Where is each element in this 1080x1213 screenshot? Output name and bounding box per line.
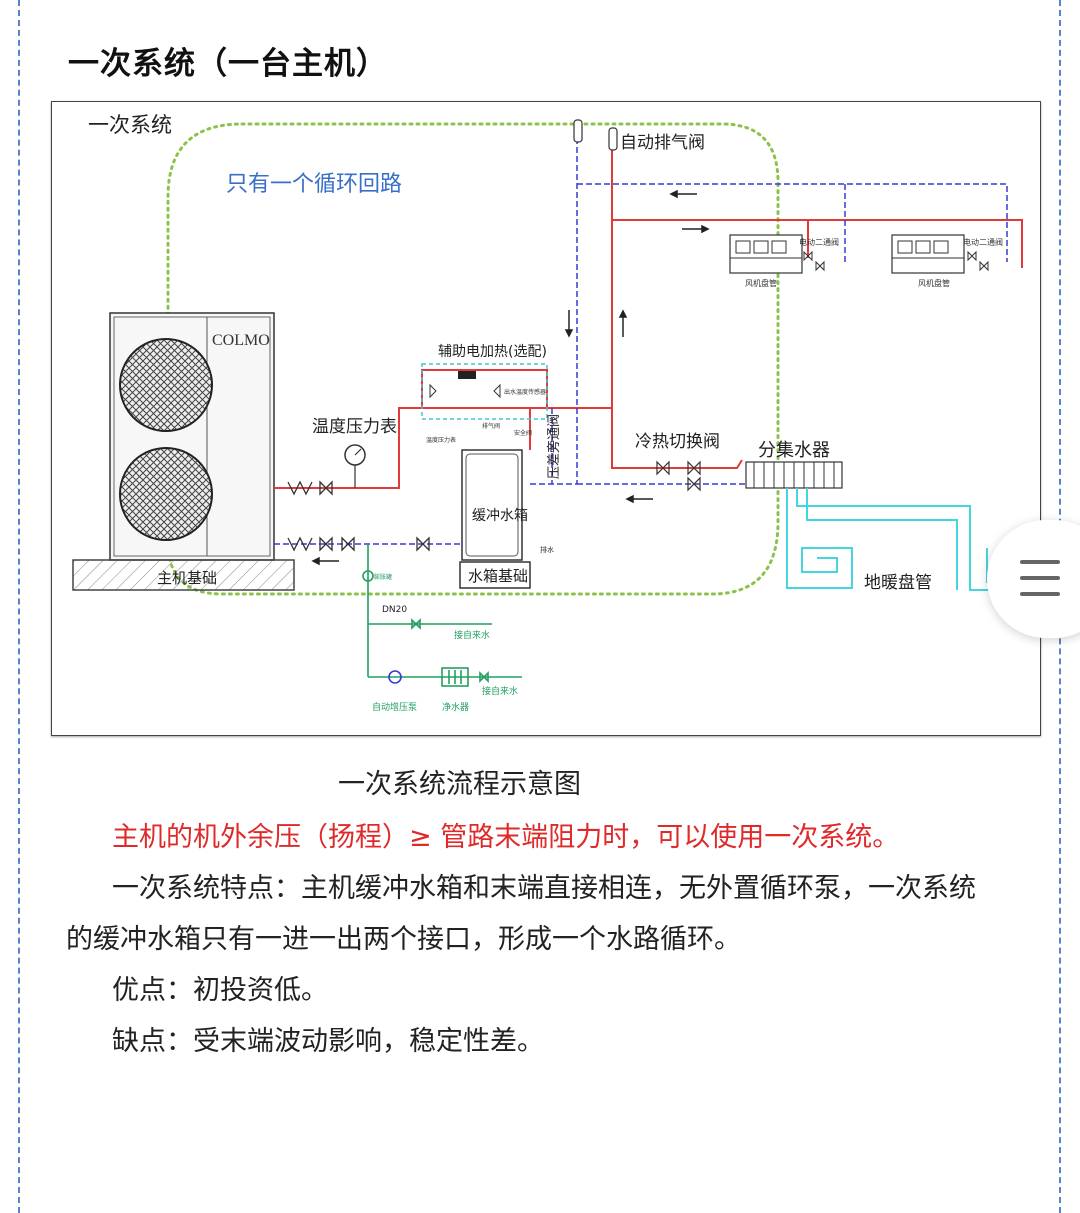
bypass-label: 压差旁通阀: [546, 414, 562, 479]
system-diagram: 一次系统 只有一个循环回路 COLMO 主机基础: [51, 101, 1041, 736]
unit-base-label: 主机基础: [157, 569, 217, 587]
unit-base: [72, 559, 295, 591]
loop-outline: [166, 122, 780, 596]
purifier-label: 净水器: [442, 701, 469, 713]
valve-2-label: 电动二通阀: [963, 237, 1003, 247]
features-line-1: 一次系统特点：主机缓冲水箱和末端直接相连，无外置循环泵，一次系统: [112, 873, 976, 904]
heat-pump-unit: COLMO: [109, 312, 275, 561]
page-title: 一次系统（一台主机）: [68, 46, 388, 82]
valve-1-label: 电动二通阀: [799, 237, 839, 247]
highlight-text: 主机的机外余压（扬程）≥ 管路末端阻力时，可以使用一次系统。: [112, 822, 900, 853]
small-vent-label: 排气阀: [482, 422, 500, 430]
pressure-tank-label: 膨胀罐: [374, 573, 392, 581]
tank-base-label: 水箱基础: [468, 567, 528, 585]
fan-bottom: [119, 447, 213, 541]
figure-caption: 一次系统流程示意图: [338, 769, 581, 800]
fan-coil-2-label: 风机盘管: [918, 278, 950, 288]
corner-label: 一次系统: [88, 113, 172, 137]
auto-pump-label: 自动增压泵: [372, 701, 417, 713]
aux-heater-label: 辅助电加热(选配): [438, 344, 547, 360]
floor-coil-label: 地暖盘管: [864, 573, 932, 593]
fan-coil-2: [891, 234, 965, 274]
tap-water-2-label: 接自来水: [482, 685, 518, 697]
pipe-size-label: DN20: [382, 605, 407, 615]
drain-label: 排水: [540, 545, 554, 554]
pros-text: 优点：初投资低。: [112, 975, 328, 1006]
return-pipes: [274, 138, 1008, 545]
small-safety-label: 安全阀: [514, 429, 532, 437]
buffer-tank-label: 缓冲水箱: [472, 508, 528, 524]
features-line-2: 的缓冲水箱只有一进一出两个接口，形成一个水路循环。: [66, 924, 741, 955]
water-inlet: [362, 544, 522, 687]
unit-valves: [287, 480, 430, 552]
loop-label: 只有一个循环回路: [226, 172, 402, 197]
switch-valve-label: 冷热切换阀: [635, 432, 720, 452]
tap-water-1-label: 接自来水: [454, 629, 490, 641]
fan-coil-1-label: 风机盘管: [745, 278, 777, 288]
unit-brand: COLMO: [212, 332, 270, 349]
auto-vent-label: 自动排气阀: [620, 133, 705, 153]
manifold-label: 分集水器: [758, 440, 830, 461]
supply-pipes: [274, 138, 1023, 489]
fan-top: [119, 338, 213, 432]
fan-coil-1: [729, 234, 803, 274]
aux-heater-box: [421, 363, 548, 420]
diagram-canvas: 一次系统 只有一个循环回路 COLMO 主机基础: [72, 113, 1040, 713]
buffer-tank: [461, 449, 523, 561]
flow-arrows: [311, 189, 710, 566]
aux-sensor-label: 出水温度传感器: [504, 388, 546, 396]
cons-text: 缺点：受末端波动影响，稳定性差。: [112, 1026, 544, 1057]
gauge-label: 温度压力表: [312, 417, 397, 437]
tank-base: [459, 561, 531, 589]
page-border-left: [18, 0, 20, 1213]
floating-menu-button[interactable]: [987, 520, 1080, 638]
small-gauge-label: 温度压力表: [426, 436, 456, 444]
